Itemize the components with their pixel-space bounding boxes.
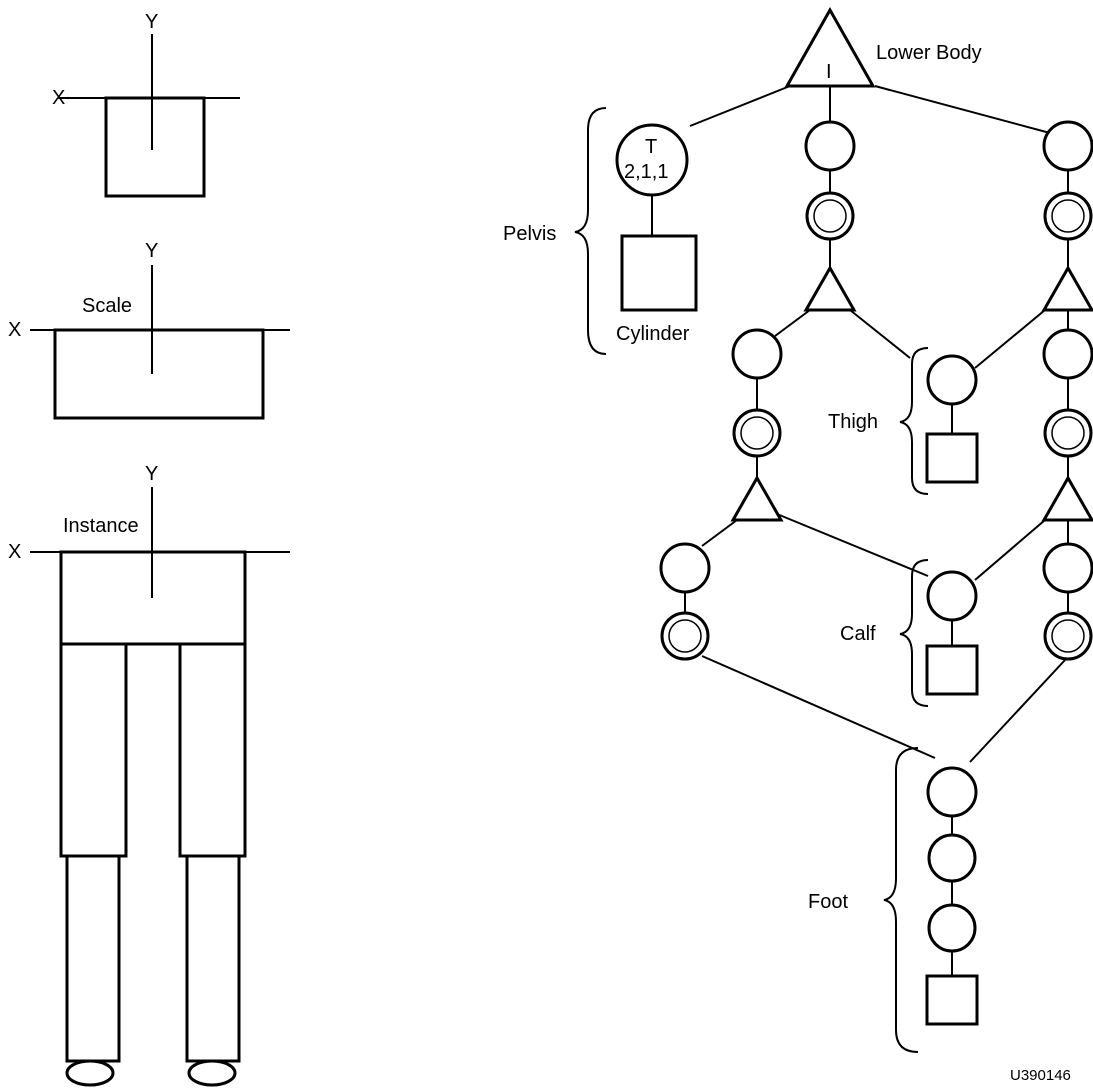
pelvis-box <box>59 550 247 646</box>
x-axis-label: X <box>8 319 21 341</box>
root-label: Lower Body <box>876 42 982 64</box>
scaled-shape-figure: X Y Scale <box>8 240 290 420</box>
thigh-label: Thigh <box>828 411 878 433</box>
root-symbol: I <box>826 61 832 83</box>
thigh-primitive <box>925 432 979 484</box>
pelvis-brace <box>574 107 607 355</box>
x-axis-label: X <box>52 87 65 109</box>
y-axis-label: Y <box>145 463 158 485</box>
foot-label: Foot <box>808 891 848 913</box>
instance-label: Instance <box>63 515 139 537</box>
foot-circle-3 <box>927 903 977 953</box>
node-triangle <box>1041 264 1093 312</box>
cylinder-primitive <box>620 234 698 312</box>
node-circle <box>1042 328 1093 380</box>
transform-letter: T <box>645 136 657 158</box>
pelvis-label: Pelvis <box>503 223 556 245</box>
figure-code: U390146 <box>1010 1067 1071 1084</box>
left-foot <box>65 1059 115 1087</box>
node-triangle <box>730 474 784 522</box>
foot-circle <box>926 766 978 818</box>
transform-node <box>615 123 689 197</box>
node-triangle <box>803 264 857 312</box>
thigh-brace <box>899 347 929 495</box>
right-calf <box>185 854 241 1063</box>
node-circle <box>1042 542 1093 594</box>
calf-label: Calf <box>840 623 876 645</box>
scaled-box <box>53 328 265 420</box>
calf-brace <box>899 559 929 707</box>
unit-cube <box>104 96 206 198</box>
node-circle <box>659 542 711 594</box>
scale-label: Scale <box>82 295 132 317</box>
y-axis-label: Y <box>145 240 158 262</box>
instanced-body-figure: X Y Instance <box>8 463 290 1087</box>
basic-shape-figure: X Y <box>52 11 240 198</box>
x-axis-label: X <box>8 541 21 563</box>
scene-graph-tree: I Lower Body T 2,1,1 Cylinder Pelvis Thi… <box>503 6 1093 1053</box>
thigh-circle <box>926 354 978 406</box>
foot-primitive <box>925 974 979 1026</box>
right-thigh <box>178 642 247 858</box>
root-instance-triangle <box>784 6 876 88</box>
y-axis-label: Y <box>145 11 158 33</box>
node-circle <box>731 328 783 380</box>
calf-primitive <box>925 644 979 696</box>
right-foot <box>187 1059 237 1087</box>
foot-brace <box>883 747 919 1053</box>
node-triangle <box>1041 474 1093 522</box>
left-calf <box>65 854 121 1063</box>
calf-circle <box>926 570 978 622</box>
transform-values: 2,1,1 <box>624 161 668 183</box>
cylinder-label: Cylinder <box>616 323 690 345</box>
foot-circle-2 <box>927 833 977 883</box>
left-thigh <box>59 642 128 858</box>
tree-edges <box>651 85 1069 976</box>
node-circle <box>804 120 856 172</box>
node-circle <box>1042 120 1093 172</box>
